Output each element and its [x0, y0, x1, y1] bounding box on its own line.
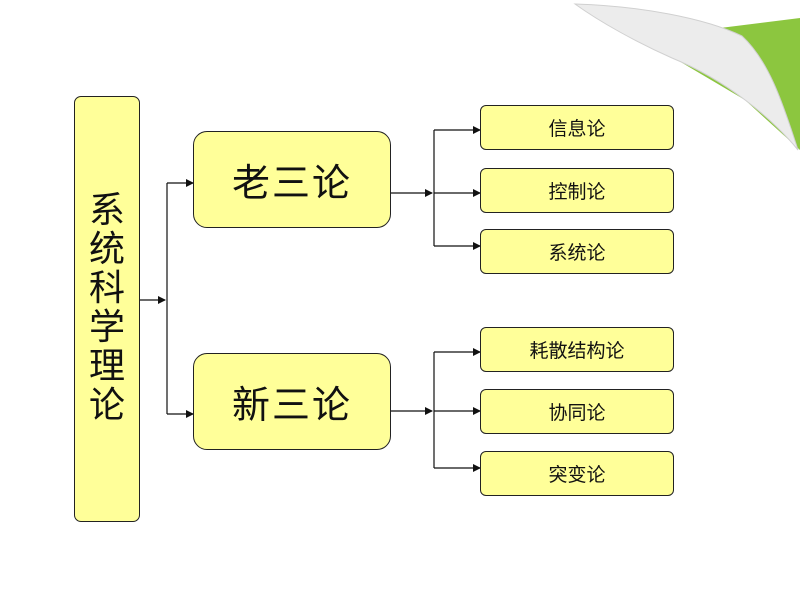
leaf-dissipative-structure-theory: 耗散结构论	[480, 327, 674, 372]
leaf-systems-theory: 系统论	[480, 229, 674, 274]
leaf-information-theory: 信息论	[480, 105, 674, 150]
leaf-catastrophe-theory: 突变论	[480, 451, 674, 496]
root-label: 系统科学理论	[88, 190, 125, 426]
group-node-old: 老三论	[193, 131, 391, 228]
leaf-control-theory: 控制论	[480, 168, 674, 213]
leaf-synergetics: 协同论	[480, 389, 674, 434]
group-node-new: 新三论	[193, 353, 391, 450]
root-node: 系统科学理论	[74, 96, 140, 522]
